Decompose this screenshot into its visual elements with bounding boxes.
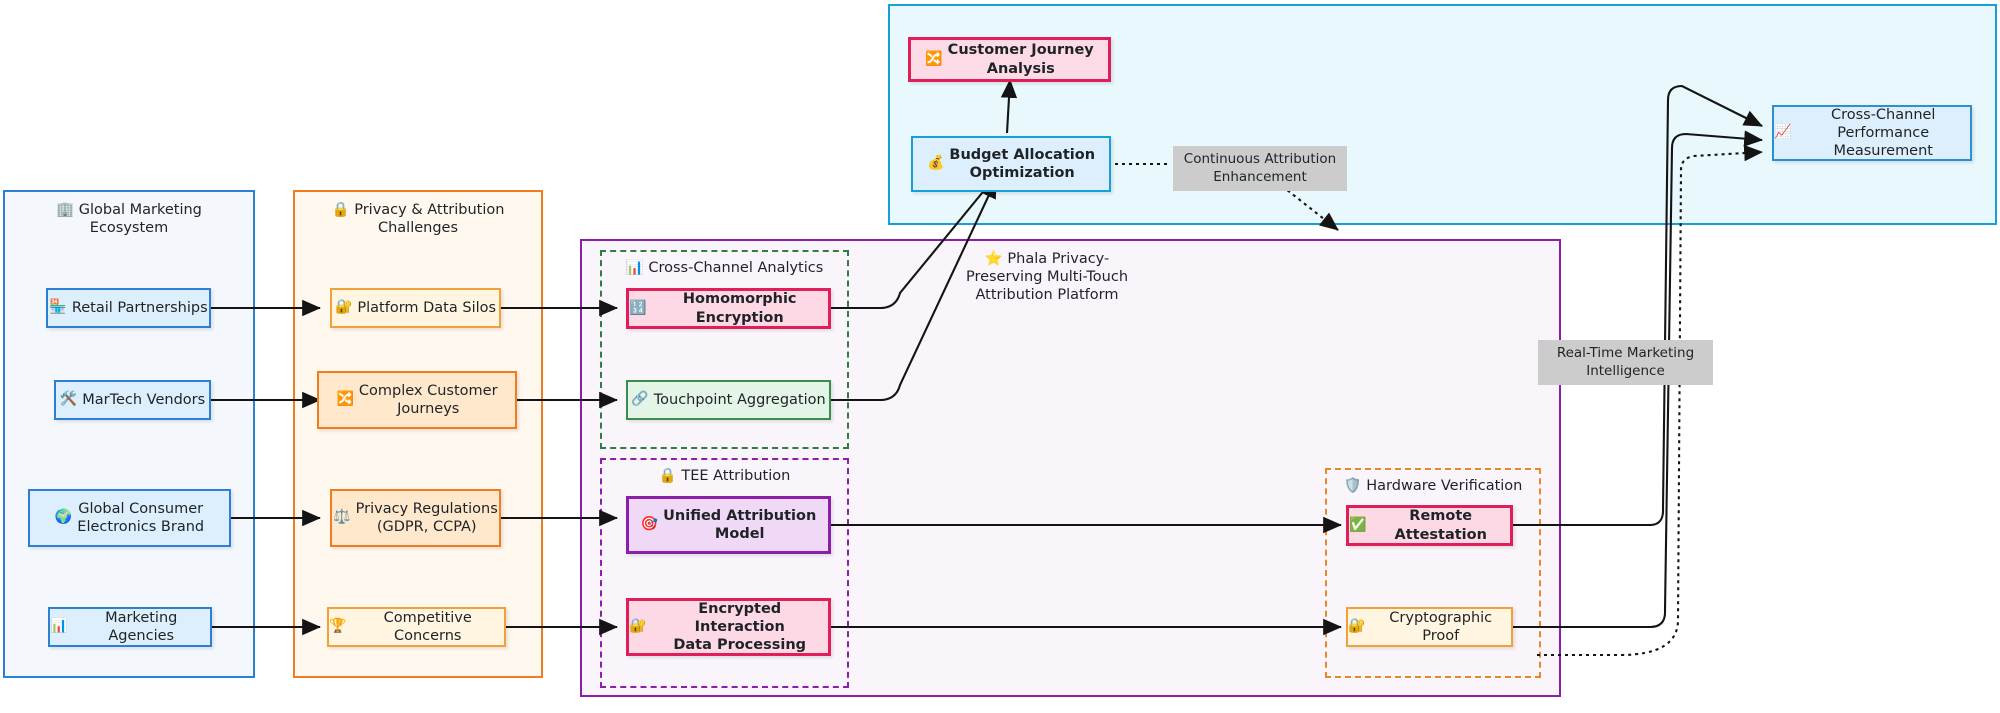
cluster-title-analytics: 📊 Cross-Channel Analytics: [625, 260, 824, 276]
node-label: Global Consumer Electronics Brand: [77, 500, 205, 535]
node-label: Cross-Channel Performance Measurement: [1830, 106, 1936, 160]
node-label: Cryptographic Proof: [1389, 609, 1493, 644]
check-mark-icon: ✅: [1349, 516, 1367, 533]
store-icon: 🏪: [49, 299, 67, 316]
locked-with-key-icon: 🔐: [1348, 618, 1366, 635]
node-cryptographic-proof[interactable]: 🔐 Cryptographic Proof: [1346, 607, 1513, 647]
node-label: Touchpoint Aggregation: [653, 391, 826, 408]
node-label: Homomorphic Encryption: [682, 291, 797, 326]
tools-icon: 🛠️: [59, 391, 78, 408]
node-label: Competitive Concerns: [383, 609, 472, 644]
node-label: Unified Attribution Model: [663, 507, 817, 542]
node-label: Privacy Regulations (GDPR, CCPA): [355, 500, 498, 535]
chart-increasing-icon: 📈: [1774, 124, 1792, 141]
locked-with-key-icon: 🔐: [629, 618, 647, 635]
bar-chart-icon: 📊: [50, 618, 68, 635]
node-label: Complex Customer Journeys: [358, 382, 498, 417]
node-label: Budget Allocation Optimization: [949, 146, 1096, 181]
node-complex-customer-journeys[interactable]: 🔀 Complex Customer Journeys: [317, 371, 517, 429]
node-customer-journey-analysis[interactable]: 🔀 Customer Journey Analysis: [908, 37, 1111, 82]
node-remote-attestation[interactable]: ✅ Remote Attestation: [1346, 505, 1513, 546]
node-marketing-agencies[interactable]: 📊 Marketing Agencies: [48, 607, 212, 647]
node-privacy-regulations[interactable]: ⚖️ Privacy Regulations (GDPR, CCPA): [330, 489, 501, 547]
node-label: Customer Journey Analysis: [947, 42, 1094, 77]
node-retail-partnerships[interactable]: 🏪 Retail Partnerships: [46, 288, 211, 328]
money-bag-icon: 💰: [926, 155, 945, 172]
locked-with-key-icon: 🔐: [334, 299, 353, 316]
target-icon: 🎯: [640, 516, 659, 533]
edge-platform-to-measurement-dotted: [1537, 144, 1764, 657]
node-budget-allocation-optimization[interactable]: 💰 Budget Allocation Optimization: [911, 136, 1111, 192]
node-label: Platform Data Silos: [357, 299, 497, 316]
node-global-consumer-electronics-brand[interactable]: 🌍 Global Consumer Electronics Brand: [28, 489, 231, 547]
cluster-global-marketing-ecosystem: 🏢 Global Marketing Ecosystem: [3, 190, 255, 678]
node-label: Remote Attestation: [1394, 508, 1487, 543]
edge-label-continuous-attribution-enhancement: Continuous Attribution Enhancement: [1173, 146, 1347, 192]
cluster-tee-attribution: 🔒 TEE Attribution: [600, 458, 849, 688]
node-cross-channel-performance-measurement[interactable]: 📈 Cross-Channel Performance Measurement: [1772, 105, 1972, 161]
node-encrypted-interaction-data-processing[interactable]: 🔐 Encrypted Interaction Data Processing: [626, 598, 831, 656]
node-unified-attribution-model[interactable]: 🎯 Unified Attribution Model: [626, 496, 831, 554]
input-numbers-icon: 🔢: [629, 299, 647, 316]
node-label: Encrypted Interaction Data Processing: [673, 600, 807, 654]
shuffle-icon: 🔀: [336, 391, 354, 408]
node-platform-data-silos[interactable]: 🔐 Platform Data Silos: [330, 288, 501, 328]
cluster-title-challenges: 🔒 Privacy & Attribution Challenges: [331, 202, 505, 237]
scales-icon: ⚖️: [333, 509, 351, 526]
trophy-icon: 🏆: [329, 618, 347, 635]
shuffle-icon: 🔀: [925, 50, 943, 67]
node-martech-vendors[interactable]: 🛠️ MarTech Vendors: [54, 380, 211, 420]
edge-label-real-time-marketing-intelligence: Real-Time Marketing Intelligence: [1538, 340, 1713, 386]
cluster-title-tee: 🔒 TEE Attribution: [658, 468, 791, 484]
node-label: Retail Partnerships: [71, 299, 208, 316]
cluster-title-platform: ⭐ Phala Privacy- Preserving Multi-Touch …: [965, 251, 1129, 304]
cluster-privacy-attribution-challenges: 🔒 Privacy & Attribution Challenges: [293, 190, 543, 678]
node-homomorphic-encryption[interactable]: 🔢 Homomorphic Encryption: [626, 288, 831, 329]
node-competitive-concerns[interactable]: 🏆 Competitive Concerns: [327, 607, 506, 647]
link-icon: 🔗: [631, 391, 649, 408]
cluster-title-hardware: 🛡️ Hardware Verification: [1343, 478, 1523, 494]
node-touchpoint-aggregation[interactable]: 🔗 Touchpoint Aggregation: [626, 380, 831, 420]
globe-icon: 🌍: [54, 509, 73, 526]
node-label: Marketing Agencies: [105, 609, 178, 644]
node-label: MarTech Vendors: [82, 391, 206, 408]
cluster-title-ecosystem: 🏢 Global Marketing Ecosystem: [56, 202, 202, 237]
